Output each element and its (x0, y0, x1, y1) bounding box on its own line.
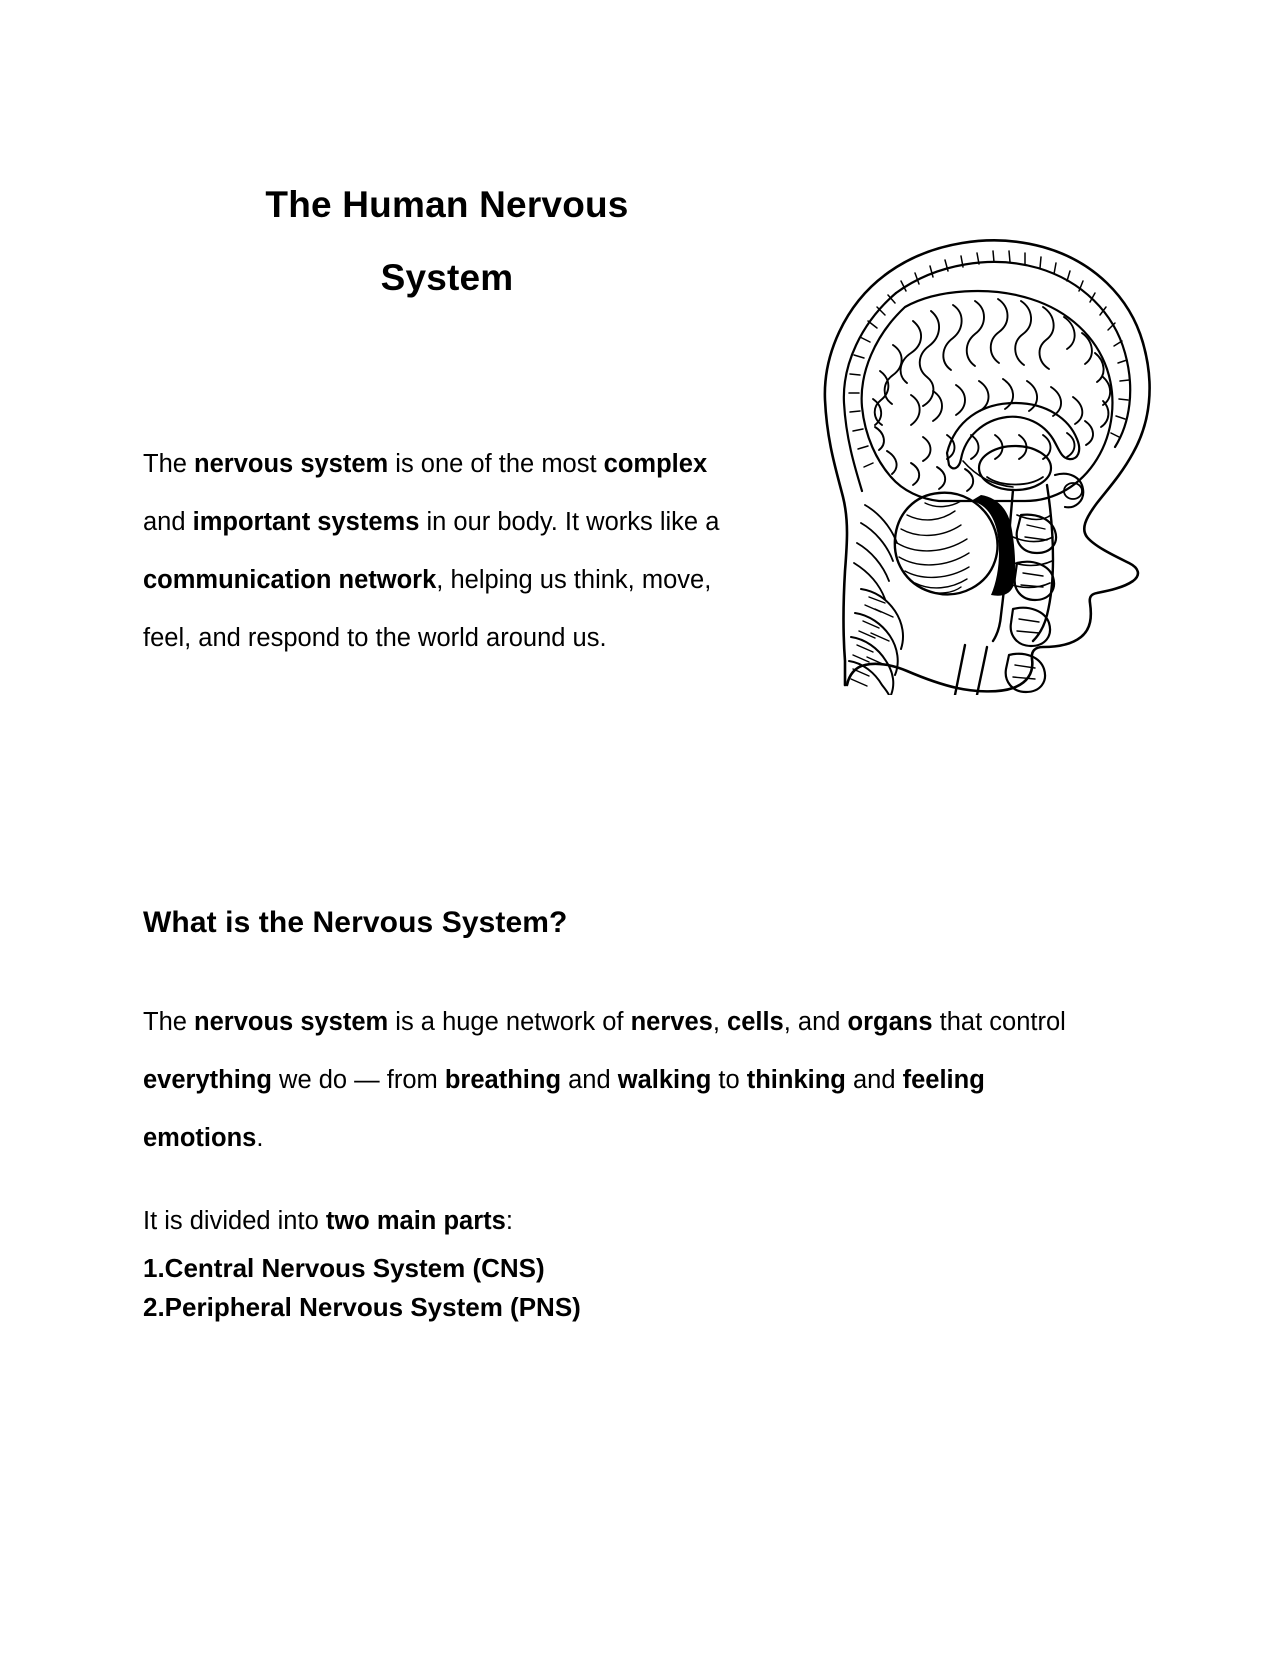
page-title: The Human Nervous System (143, 168, 751, 314)
intro-emphasis-important-systems: important systems (192, 507, 420, 536)
body-text-plain-10: . (256, 1123, 264, 1152)
divided-text-plain-2: : (505, 1206, 513, 1235)
list-item-central-nervous-system: 1.Central Nervous System (CNS) (143, 1253, 545, 1283)
body-text-plain-8: to (711, 1065, 747, 1094)
body-emphasis-nervous-system: nervous system (194, 1007, 389, 1036)
body-text-plain-9: and (845, 1065, 903, 1094)
body-emphasis-everything: everything (143, 1065, 272, 1094)
intro-text-plain-4: in our body. It works like a (419, 507, 720, 536)
body-text-plain-6: we do — from (271, 1065, 445, 1094)
page-title-line-1: The Human Nervous (265, 184, 629, 225)
section-body-paragraph: The nervous system is a huge network of … (143, 993, 1093, 1167)
body-emphasis-thinking: thinking (746, 1065, 846, 1094)
body-text-plain-2: is a huge network of (388, 1007, 631, 1036)
body-text-plain-5: that control (932, 1007, 1066, 1036)
body-emphasis-cells: cells (727, 1007, 784, 1036)
body-emphasis-feeling-emotions: feeling emotions (143, 1065, 985, 1152)
intro-emphasis-complex: complex (603, 449, 708, 478)
body-emphasis-nerves: nerves (630, 1007, 713, 1036)
intro-text-plain-3: and (143, 507, 193, 536)
divided-text-plain-1: It is divided into (143, 1206, 326, 1235)
body-text-plain-3: , (712, 1007, 728, 1036)
body-text-plain-1: The (143, 1007, 195, 1036)
body-emphasis-organs: organs (847, 1007, 933, 1036)
page-title-line-2: System (380, 257, 514, 298)
body-emphasis-walking: walking (617, 1065, 712, 1094)
body-text-plain-7: and (561, 1065, 618, 1094)
nervous-system-parts-list: 1.Central Nervous System (CNS) 2.Periphe… (143, 1249, 1093, 1327)
body-emphasis-breathing: breathing (444, 1065, 562, 1094)
human-head-brain-sagittal-diagram (725, 185, 1205, 695)
intro-text-plain-5: , helping us think, move, feel, and resp… (143, 565, 712, 652)
intro-emphasis-communication-network: communication network (143, 565, 437, 594)
divided-emphasis-two-main-parts: two main parts (325, 1206, 506, 1235)
intro-paragraph: The nervous system is one of the most co… (143, 435, 721, 667)
body-text-plain-4: , and (783, 1007, 848, 1036)
list-item-peripheral-nervous-system: 2.Peripheral Nervous System (PNS) (143, 1292, 581, 1322)
intro-text-plain-2: is one of the most (388, 449, 604, 478)
section-heading-what-is-the-nervous-system: What is the Nervous System? (143, 905, 568, 939)
intro-emphasis-nervous-system: nervous system (194, 449, 389, 478)
divided-into-line: It is divided into two main parts: (143, 1192, 1093, 1250)
intro-text-plain-1: The (143, 449, 195, 478)
